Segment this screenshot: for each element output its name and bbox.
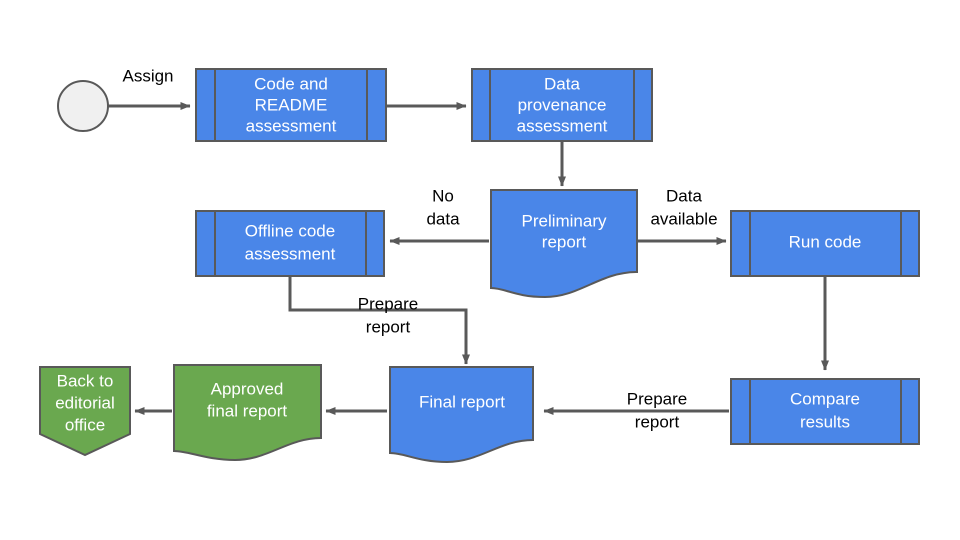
start-circle[interactable] [57,80,109,132]
node-label-line-2: report [542,232,587,251]
node-label-line-1: Approved [211,379,284,398]
edge-preliminary-report-to-offline-code-assessment: No data [389,186,489,245]
node-label-line-1: Compare [790,389,860,408]
process-body[interactable] [471,68,653,142]
process-body[interactable] [730,210,920,277]
process-body[interactable] [195,210,385,277]
edge-start-to-code-readme-assessment: Assign [108,66,191,110]
node-label-line-3: assessment [246,116,337,135]
node-offline-code-assessment[interactable]: Offline code assessment [195,210,385,277]
pentagon-body[interactable] [39,366,131,457]
node-label-line-2: final report [207,401,288,420]
edge-label-no-data-line-2: data [426,209,460,228]
edge-label-data-available-line-1: Data [666,186,702,205]
edge-label-no-data-line-1: No [432,186,454,205]
document-body[interactable] [389,366,534,464]
node-data-provenance-assessment[interactable]: Data provenance assessment [471,68,653,142]
node-compare-results[interactable]: Compare results [730,378,920,445]
node-label-line-1: Final report [419,392,505,411]
edge-offline-code-assessment-to-final-report: Prepare report [288,276,470,365]
edge-label-prepare-report-left-line-1: Prepare [358,294,418,313]
node-preliminary-report[interactable]: Preliminary report [490,189,638,299]
edge-label-prepare-report-left-line-2: report [366,317,411,336]
node-label-line-2: README [255,95,328,114]
node-start[interactable] [57,80,109,132]
document-body[interactable] [173,364,322,462]
node-label-line-1: Run code [789,232,862,251]
process-body[interactable] [195,68,387,142]
node-label-line-3: office [65,415,105,434]
node-label-line-1: Data [544,74,580,93]
edge-preliminary-report-to-run-code: Data available [637,186,727,245]
node-final-report[interactable]: Final report [389,366,534,464]
edge-line [288,276,470,365]
node-label-line-2: provenance [518,95,607,114]
edge-label-assign: Assign [122,66,173,85]
node-back-to-editorial-office[interactable]: Back to editorial office [39,366,131,457]
edge-label-prepare-report-right-line-1: Prepare [627,389,687,408]
process-body[interactable] [730,378,920,445]
node-label-line-1: Preliminary [521,211,607,230]
node-label-line-3: assessment [517,116,608,135]
node-label-line-2: assessment [245,244,336,263]
document-body[interactable] [490,189,638,299]
node-code-readme-assessment[interactable]: Code and README assessment [195,68,387,142]
node-approved-final-report[interactable]: Approved final report [173,364,322,462]
node-label-line-1: Offline code [245,221,335,240]
edge-label-prepare-report-right-line-2: report [635,412,680,431]
node-label-line-2: results [800,412,850,431]
node-label-line-2: editorial [55,393,115,412]
edge-compare-results-to-final-report: Prepare report [543,389,729,431]
edge-label-data-available-line-2: available [650,209,717,228]
node-label-line-1: Code and [254,74,328,93]
node-label-line-1: Back to [57,371,114,390]
node-run-code[interactable]: Run code [730,210,920,277]
